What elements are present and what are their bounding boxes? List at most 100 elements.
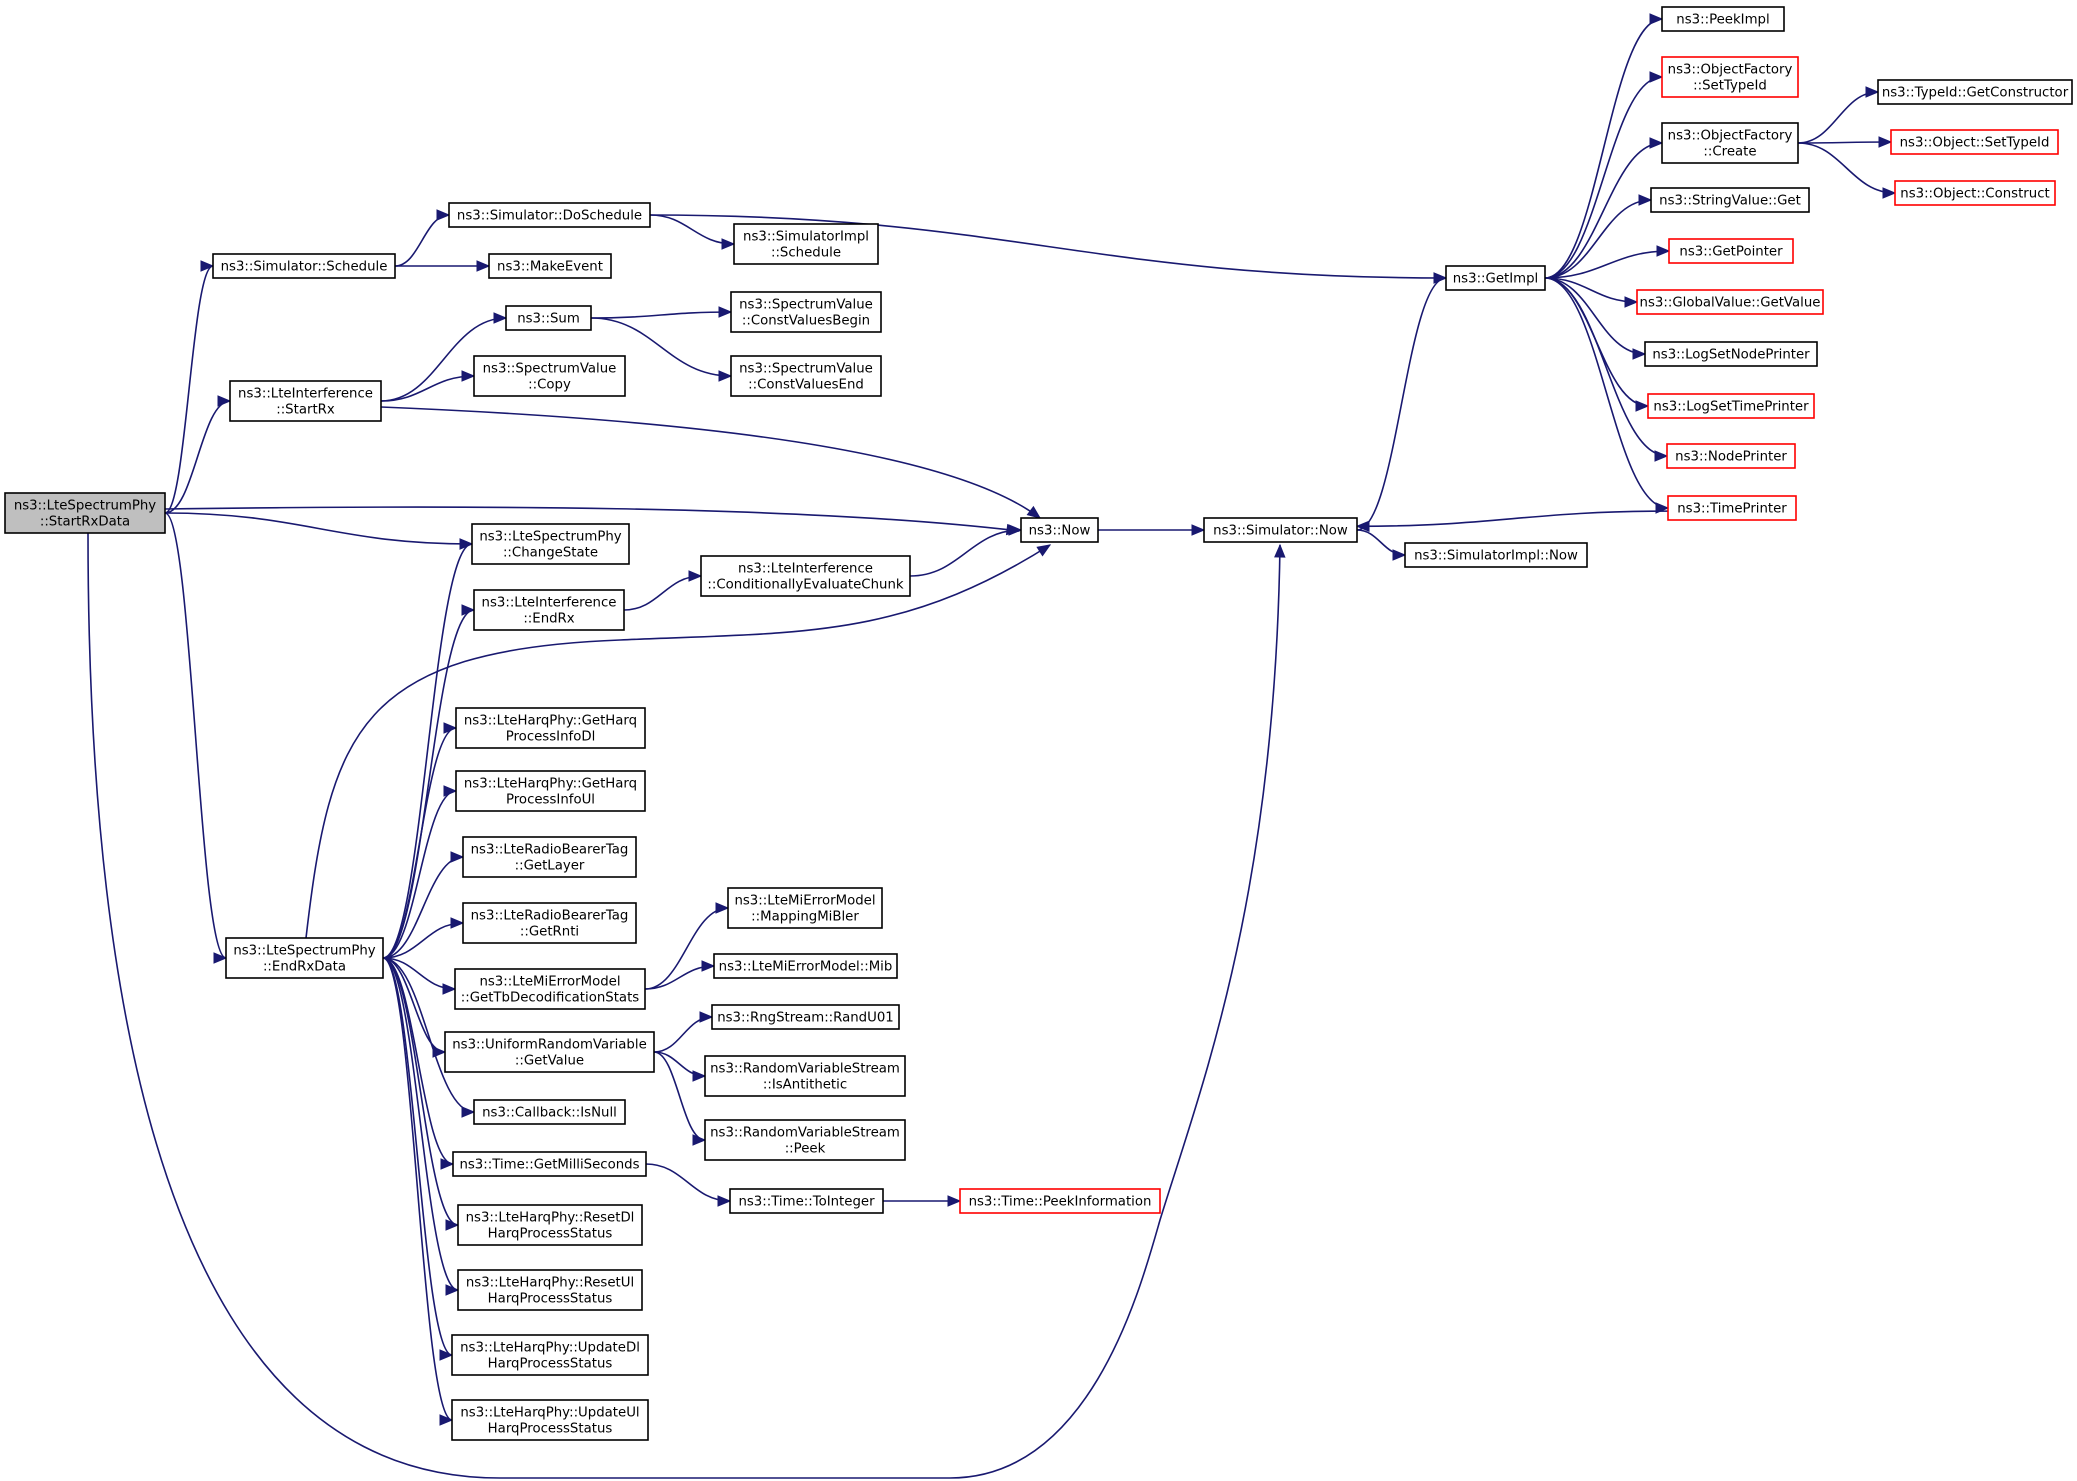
node-ns3-randomvariablestream-peek[interactable]: ns3::RandomVariableStream::Peek xyxy=(704,1119,906,1161)
edge-arrowhead xyxy=(445,1219,460,1231)
edge-arrowhead xyxy=(1355,520,1370,533)
node-label: ns3::LteHarqPhy::UpdateDl xyxy=(460,1341,640,1356)
node-ns3-globalvalue-getvalue[interactable]: ns3::GlobalValue::GetValue xyxy=(1636,289,1824,315)
node-box xyxy=(444,1031,655,1073)
node-label: ns3::RandomVariableStream xyxy=(710,1062,900,1077)
node-ns3-logsettimeprinter[interactable]: ns3::LogSetTimePrinter xyxy=(1647,393,1815,419)
node-label: ns3::GetPointer xyxy=(1679,245,1783,260)
edge-line xyxy=(1544,277,1668,457)
node-ns3-time-peekinformation[interactable]: ns3::Time::PeekInformation xyxy=(959,1188,1161,1214)
node-ns3-lteradiobearertag-getlayer[interactable]: ns3::LteRadioBearerTag::GetLayer xyxy=(462,836,637,878)
node-ns3-time-tointeger[interactable]: ns3::Time::ToInteger xyxy=(729,1188,884,1214)
node-box xyxy=(1877,79,2073,105)
node-box xyxy=(1650,187,1810,213)
node-ns3-time-getmilliseconds[interactable]: ns3::Time::GetMilliSeconds xyxy=(452,1151,647,1177)
node-ns3-peekimpl[interactable]: ns3::PeekImpl xyxy=(1661,6,1785,32)
edge-arrowhead xyxy=(947,1195,962,1207)
node-label: ::ConstValuesEnd xyxy=(748,378,864,393)
node-ns3-getimpl[interactable]: ns3::GetImpl xyxy=(1445,265,1546,291)
node-box xyxy=(448,202,651,228)
node-label: ::GetLayer xyxy=(515,859,585,874)
node-label: ns3::Time::GetMilliSeconds xyxy=(459,1158,639,1173)
node-ns3-callback-isnull[interactable]: ns3::Callback::IsNull xyxy=(473,1099,626,1125)
node-label: ::GetTbDecodificationStats xyxy=(461,991,640,1006)
node-label: ns3::SimulatorImpl xyxy=(743,230,869,245)
edge-n5-n6 xyxy=(380,312,508,402)
edge-arrowhead xyxy=(1632,348,1647,360)
node-ns3-lteinterference-endrx[interactable]: ns3::LteInterference::EndRx xyxy=(473,589,625,631)
edge-line xyxy=(590,317,732,377)
edge-n36-n40 xyxy=(1544,194,1653,279)
node-ns3-getpointer[interactable]: ns3::GetPointer xyxy=(1668,238,1794,264)
edge-line xyxy=(382,957,459,1291)
edge-arrowhead xyxy=(701,960,716,972)
node-label: ns3::SpectrumValue xyxy=(739,298,873,313)
node-box xyxy=(225,937,384,979)
node-ns3-lteharqphy-updateulharqprocessstatus[interactable]: ns3::LteHarqPhy::UpdateUlHarqProcessStat… xyxy=(451,1399,649,1441)
node-ns3-lteharqphy-resetulharqprocessstatus[interactable]: ns3::LteHarqPhy::ResetUlHarqProcessStatu… xyxy=(457,1269,643,1311)
node-ns3-ltemierrormodel-mappingmibler[interactable]: ns3::LteMiErrorModel::MappingMiBler xyxy=(727,887,883,929)
node-label: ::IsAntithetic xyxy=(763,1078,847,1093)
node-ns3-stringvalue-get[interactable]: ns3::StringValue::Get xyxy=(1650,187,1810,213)
node-ns3-sum[interactable]: ns3::Sum xyxy=(505,305,592,331)
node-ns3-simulator-now[interactable]: ns3::Simulator::Now xyxy=(1203,517,1358,543)
node-ns3-ltespectrumphy-changestate[interactable]: ns3::LteSpectrumPhy::ChangeState xyxy=(471,523,630,565)
node-ns3-now[interactable]: ns3::Now xyxy=(1020,517,1099,543)
node-label: ns3::Object::SetTypeId xyxy=(1900,136,2050,151)
node-box xyxy=(471,523,630,565)
node-ns3-lteinterference-conditionallyevaluatechunk[interactable]: ns3::LteInterference::ConditionallyEvalu… xyxy=(700,555,911,597)
node-ns3-ltespectrumphy-endrxdata[interactable]: ns3::LteSpectrumPhy::EndRxData xyxy=(225,937,384,979)
node-ns3-ltespectrumphy-startrxdata[interactable]: ns3::LteSpectrumPhy::StartRxData xyxy=(4,492,166,534)
node-ns3-ltemierrormodel-mib[interactable]: ns3::LteMiErrorModel::Mib xyxy=(713,953,898,979)
node-ns3-uniformrandomvariable-getvalue[interactable]: ns3::UniformRandomVariable::GetValue xyxy=(444,1031,655,1073)
edge-arrowhead xyxy=(442,983,457,995)
edge-arrowhead xyxy=(461,370,476,382)
node-label: ns3::Sum xyxy=(517,312,580,327)
edge-line xyxy=(1797,141,1892,144)
edge-n2-n4 xyxy=(649,214,736,250)
node-ns3-objectfactory-settypeid[interactable]: ns3::ObjectFactory::SetTypeId xyxy=(1661,56,1799,98)
node-ns3-logsetnodeprinter[interactable]: ns3::LogSetNodePrinter xyxy=(1644,341,1818,367)
node-label: ns3::Time::ToInteger xyxy=(738,1195,875,1210)
node-ns3-lteharqphy-updatedlharqprocessstatus[interactable]: ns3::LteHarqPhy::UpdateDlHarqProcessStat… xyxy=(451,1334,649,1376)
node-ns3-rngstream-randu01[interactable]: ns3::RngStream::RandU01 xyxy=(711,1004,900,1030)
node-ns3-simulatorimpl-schedule[interactable]: ns3::SimulatorImpl::Schedule xyxy=(733,223,879,265)
node-ns3-typeid-getconstructor[interactable]: ns3::TypeId::GetConstructor xyxy=(1877,79,2073,105)
node-ns3-timeprinter[interactable]: ns3::TimePrinter xyxy=(1667,495,1797,521)
node-label: ns3::Simulator::DoSchedule xyxy=(457,209,642,224)
node-label: ns3::LteInterference xyxy=(238,387,373,402)
node-label: ns3::TypeId::GetConstructor xyxy=(1882,86,2069,101)
node-box xyxy=(1894,180,2056,206)
edge-n36-n41 xyxy=(1544,245,1671,279)
node-ns3-lteradiobearertag-getrnti[interactable]: ns3::LteRadioBearerTag::GetRnti xyxy=(462,902,637,944)
node-ns3-makeevent[interactable]: ns3::MakeEvent xyxy=(488,253,612,279)
edge-line xyxy=(394,214,450,267)
node-label: ns3::TimePrinter xyxy=(1677,502,1787,517)
node-label: HarqProcessStatus xyxy=(488,1227,613,1242)
node-box xyxy=(454,968,646,1010)
node-ns3-object-construct[interactable]: ns3::Object::Construct xyxy=(1894,180,2056,206)
node-ns3-spectrumvalue-constvaluesend[interactable]: ns3::SpectrumValue::ConstValuesEnd xyxy=(730,355,882,397)
node-ns3-lteharqphy-resetdlharqprocessstatus[interactable]: ns3::LteHarqPhy::ResetDlHarqProcessStatu… xyxy=(457,1204,643,1246)
node-box xyxy=(462,902,637,944)
edge-n28-n29 xyxy=(883,1195,962,1207)
node-ns3-spectrumvalue-copy[interactable]: ns3::SpectrumValue::Copy xyxy=(473,355,626,397)
node-ns3-object-settypeid[interactable]: ns3::Object::SetTypeId xyxy=(1890,129,2059,155)
node-ns3-simulator-doschedule[interactable]: ns3::Simulator::DoSchedule xyxy=(448,202,651,228)
node-ns3-randomvariablestream-isantithetic[interactable]: ns3::RandomVariableStream::IsAntithetic xyxy=(704,1055,906,1097)
node-ns3-simulatorimpl-now[interactable]: ns3::SimulatorImpl::Now xyxy=(1404,542,1588,568)
node-box xyxy=(1666,443,1796,469)
node-ns3-ltemierrormodel-gettbdecodificationstats[interactable]: ns3::LteMiErrorModel::GetTbDecodificatio… xyxy=(454,968,646,1010)
edge-arrowhead xyxy=(493,312,508,324)
node-ns3-spectrumvalue-constvaluesbegin[interactable]: ns3::SpectrumValue::ConstValuesBegin xyxy=(730,291,882,333)
node-ns3-simulator-schedule[interactable]: ns3::Simulator::Schedule xyxy=(212,253,396,279)
node-ns3-nodeprinter[interactable]: ns3::NodePrinter xyxy=(1666,443,1796,469)
node-ns3-lteinterference-startrx[interactable]: ns3::LteInterference::StartRx xyxy=(229,380,382,422)
edge-line xyxy=(382,957,459,1226)
edge-line xyxy=(380,406,1041,519)
node-label: ns3::LteSpectrumPhy xyxy=(14,499,156,514)
node-ns3-objectfactory-create[interactable]: ns3::ObjectFactory::Create xyxy=(1661,122,1799,164)
node-label: ns3::Now xyxy=(1029,524,1091,539)
